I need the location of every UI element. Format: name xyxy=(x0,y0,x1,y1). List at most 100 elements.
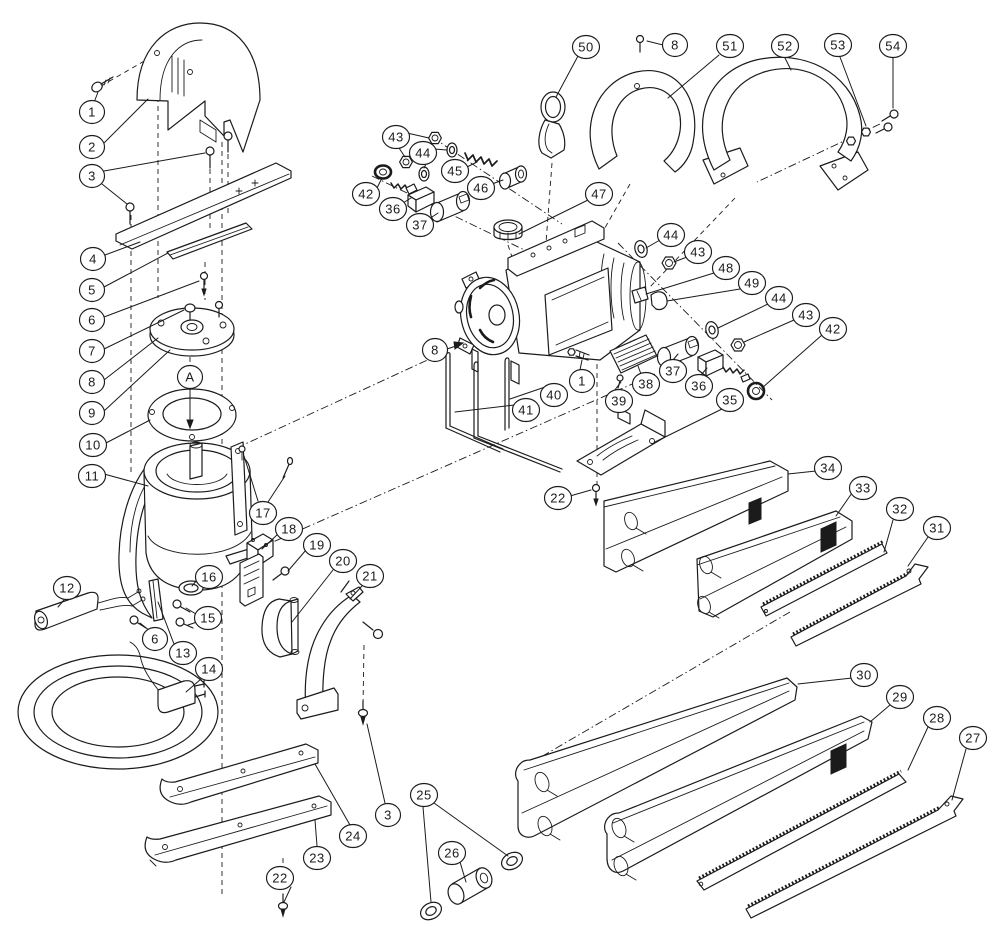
callout-39-label: 39 xyxy=(611,394,626,409)
callout-52: 52 xyxy=(770,33,800,59)
part-brush-cap-42 xyxy=(373,164,393,180)
callout-21: 21 xyxy=(355,563,385,589)
part-cord-clamp xyxy=(261,597,300,658)
callout-4: 4 xyxy=(79,246,107,272)
part-screw-1b xyxy=(567,348,590,361)
part-washer-25b xyxy=(500,851,524,871)
part-screw-22 xyxy=(591,483,601,507)
callout-34-label: 34 xyxy=(820,461,835,476)
callout-9: 9 xyxy=(78,400,106,426)
callout-37-label: 37 xyxy=(412,218,427,233)
part-rear-handle xyxy=(296,580,384,726)
callout-44: 44 xyxy=(408,140,438,166)
callout-44-label: 44 xyxy=(415,146,430,161)
part-spacer-26 xyxy=(447,867,493,905)
callout-17-label: 17 xyxy=(255,506,270,521)
part-blade-31 xyxy=(790,563,929,647)
callout-19: 19 xyxy=(302,532,332,558)
callout-33: 33 xyxy=(848,475,878,501)
callout-51: 51 xyxy=(715,33,745,59)
callout-22b-label: 22 xyxy=(272,871,287,886)
callout-42b-label: 42 xyxy=(825,322,840,337)
callout-39: 39 xyxy=(604,388,634,414)
callout-44b-label: 44 xyxy=(663,228,678,243)
callout-1b-label: 1 xyxy=(578,374,586,389)
callout-15: 15 xyxy=(193,605,223,631)
callout-29-label: 29 xyxy=(892,690,907,705)
part-brush-spring xyxy=(390,182,418,195)
part-spring-45 xyxy=(464,152,498,167)
callout-21-label: 21 xyxy=(362,569,377,584)
callout-23-label: 23 xyxy=(309,851,324,866)
part-brush-spring-b xyxy=(722,366,751,383)
callout-3b: 3 xyxy=(374,802,402,828)
callout-46-label: 46 xyxy=(473,181,488,196)
part-oil-cap-47 xyxy=(493,219,523,241)
callout-37b-label: 37 xyxy=(665,364,680,379)
part-nut-43c xyxy=(661,256,677,270)
callout-6: 6 xyxy=(78,307,106,333)
part-brush-cap-42b xyxy=(746,381,766,401)
part-mounting-bar xyxy=(115,131,292,250)
part-handle-grip xyxy=(33,588,146,631)
part-screw-19 xyxy=(272,566,290,581)
part-gasket xyxy=(147,388,237,442)
part-washer-44c xyxy=(634,240,648,258)
callout-13-label: 13 xyxy=(175,646,190,661)
callout-30: 30 xyxy=(849,662,879,688)
leader-lines xyxy=(57,40,967,903)
part-motor-cover xyxy=(136,22,261,153)
callout-15-label: 15 xyxy=(200,611,215,626)
callout-49: 49 xyxy=(737,270,767,296)
callout-26-label: 26 xyxy=(444,846,459,861)
callout-31: 31 xyxy=(922,515,952,541)
part-fan-plate xyxy=(149,300,235,357)
part-screw-22b xyxy=(277,893,289,918)
callout-27: 27 xyxy=(958,725,988,751)
callout-19-label: 19 xyxy=(309,538,324,553)
callout-A-label: A xyxy=(185,370,194,385)
callout-43: 43 xyxy=(381,124,411,150)
callout-29: 29 xyxy=(885,684,915,710)
callout-1-label: 1 xyxy=(88,105,96,120)
callout-32-label: 32 xyxy=(892,502,907,517)
callout-32: 32 xyxy=(885,496,915,522)
callout-37b: 37 xyxy=(658,358,688,384)
callout-41: 41 xyxy=(511,397,541,423)
callout-50: 50 xyxy=(571,34,601,60)
part-screws-15 xyxy=(172,599,194,629)
callout-38-label: 38 xyxy=(638,377,653,392)
part-guard-34 xyxy=(603,460,789,573)
part-wire-frame-40 xyxy=(473,357,563,473)
callout-20-label: 20 xyxy=(335,554,350,569)
callout-36b-label: 36 xyxy=(691,379,706,394)
part-brush-holder-36b xyxy=(697,349,724,377)
part-gear-case xyxy=(118,441,294,619)
part-brush-cylinder-37 xyxy=(429,190,471,223)
callout-2: 2 xyxy=(78,134,106,160)
callout-54-label: 54 xyxy=(885,39,900,54)
callout-43-label: 43 xyxy=(388,130,403,145)
callout-12: 12 xyxy=(52,575,82,601)
callout-36-label: 36 xyxy=(385,202,400,217)
callout-28-label: 28 xyxy=(929,711,944,726)
callout-36: 36 xyxy=(378,196,408,222)
part-nut-43d xyxy=(730,338,746,352)
callout-18: 18 xyxy=(274,516,304,542)
part-brush-cylinder-37b xyxy=(656,335,700,368)
callout-44c-label: 44 xyxy=(771,291,786,306)
callout-1b: 1 xyxy=(568,368,596,394)
callout-16: 16 xyxy=(194,564,224,590)
callout-23: 23 xyxy=(302,845,332,871)
callout-52-label: 52 xyxy=(777,39,792,54)
callout-14-label: 14 xyxy=(201,662,216,677)
callout-6b-label: 6 xyxy=(151,632,159,647)
callout-balloons: 1 2 3 4 5 6 7 8 9 10 11 A 12 16 15 6 13 … xyxy=(52,32,988,891)
callout-8c: 8 xyxy=(421,337,449,363)
part-base-plate-upper xyxy=(159,743,319,805)
part-nut-43a xyxy=(428,131,442,145)
callout-3: 3 xyxy=(78,163,106,189)
part-band-clamp xyxy=(589,70,696,173)
